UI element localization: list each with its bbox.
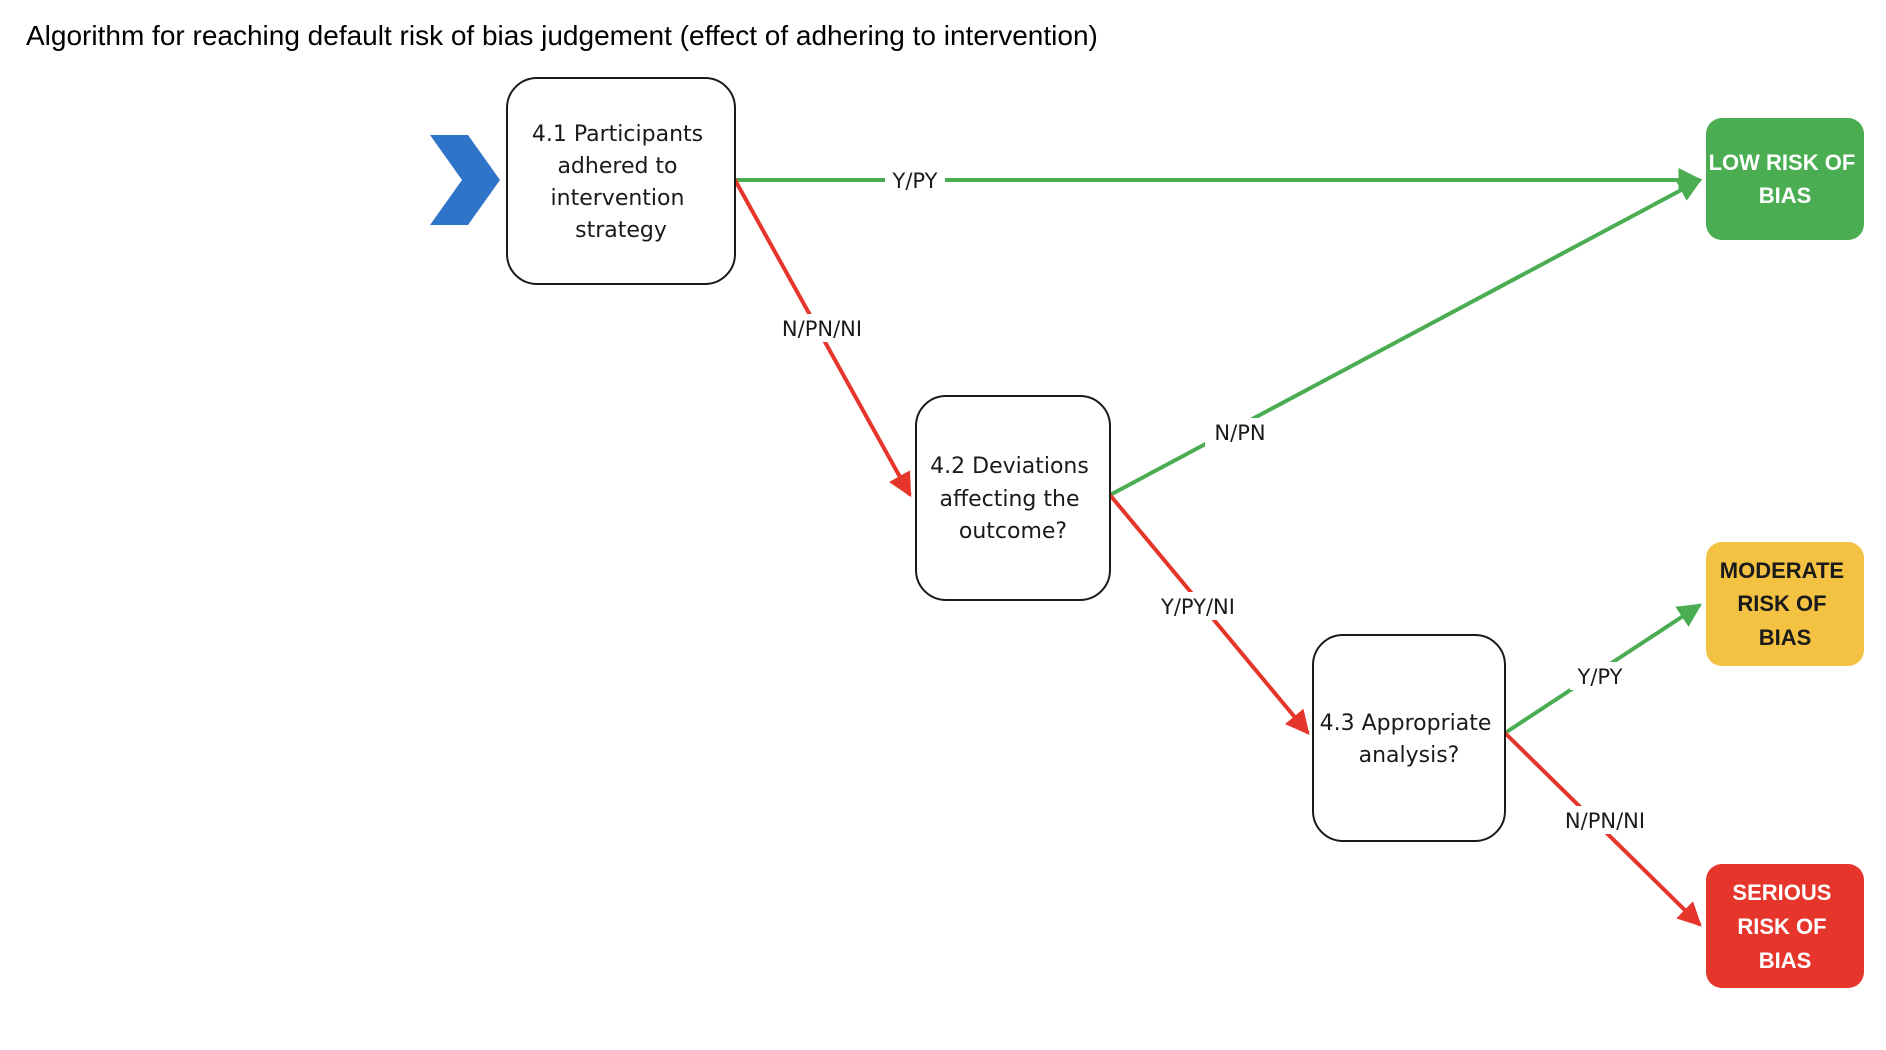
serious-line: BIAS bbox=[1759, 948, 1812, 973]
svg-text:SERIOUS RISK OF BI: SERIOUS RISK OF BIAS bbox=[1732, 880, 1837, 973]
moderate-line: RISK OF bbox=[1737, 591, 1826, 616]
outcome-moderate-risk: MODERATE RISK OF BIAS bbox=[1706, 542, 1864, 666]
svg-text:4.1 Participants adhered: 4.1 Participants adhered to intervention… bbox=[532, 122, 710, 243]
q41-line: 4.1 Participants bbox=[532, 122, 703, 147]
svg-text:4.2 Deviations affecting: 4.2 Deviations affecting the outcome? bbox=[930, 454, 1096, 544]
moderate-line: BIAS bbox=[1759, 625, 1812, 650]
question-node-4-1: 4.1 Participants adhered to intervention… bbox=[506, 77, 736, 285]
edge-q42-to-low bbox=[1109, 178, 1703, 497]
q42-line: 4.2 Deviations bbox=[930, 454, 1089, 479]
question-node-4-2: 4.2 Deviations affecting the outcome? bbox=[915, 395, 1111, 601]
low-line: BIAS bbox=[1759, 183, 1812, 208]
svg-text:4.3 Appropriate analysis: 4.3 Appropriate analysis? bbox=[1320, 711, 1499, 768]
q41-line: adhered to bbox=[557, 154, 677, 179]
edge-label-q43-serious: N/PN/NI bbox=[1565, 809, 1645, 833]
chevron-right-icon bbox=[430, 135, 500, 225]
svg-text:MODERATE RISK OF B: MODERATE RISK OF BIAS bbox=[1720, 558, 1850, 650]
q43-line: analysis? bbox=[1359, 743, 1460, 768]
serious-line: SERIOUS bbox=[1732, 880, 1831, 905]
svg-text:LOW RISK OF BIAS: LOW RISK OF BIAS bbox=[1709, 150, 1862, 208]
edge-label-q42-low: N/PN bbox=[1214, 421, 1265, 445]
q42-line: affecting the bbox=[939, 487, 1079, 512]
question-node-4-3: 4.3 Appropriate analysis? bbox=[1312, 634, 1506, 842]
moderate-line: MODERATE bbox=[1720, 558, 1844, 583]
edge-label-q43-moderate: Y/PY bbox=[1577, 665, 1623, 689]
edge-label-q41-low: Y/PY bbox=[892, 169, 938, 193]
serious-line: RISK OF bbox=[1737, 914, 1826, 939]
q41-line: strategy bbox=[575, 218, 667, 243]
page-title: Algorithm for reaching default risk of b… bbox=[26, 20, 1098, 51]
outcome-serious-risk: SERIOUS RISK OF BIAS bbox=[1706, 864, 1864, 988]
low-line: LOW RISK OF bbox=[1709, 150, 1856, 175]
edge-label-q42-q43: Y/PY/NI bbox=[1160, 595, 1235, 619]
q42-line: outcome? bbox=[959, 519, 1067, 544]
outcome-low-risk: LOW RISK OF BIAS bbox=[1706, 118, 1864, 240]
q43-line: 4.3 Appropriate bbox=[1320, 711, 1492, 736]
edge-label-q41-q42: N/PN/NI bbox=[782, 317, 862, 341]
q41-line: intervention bbox=[551, 186, 685, 211]
